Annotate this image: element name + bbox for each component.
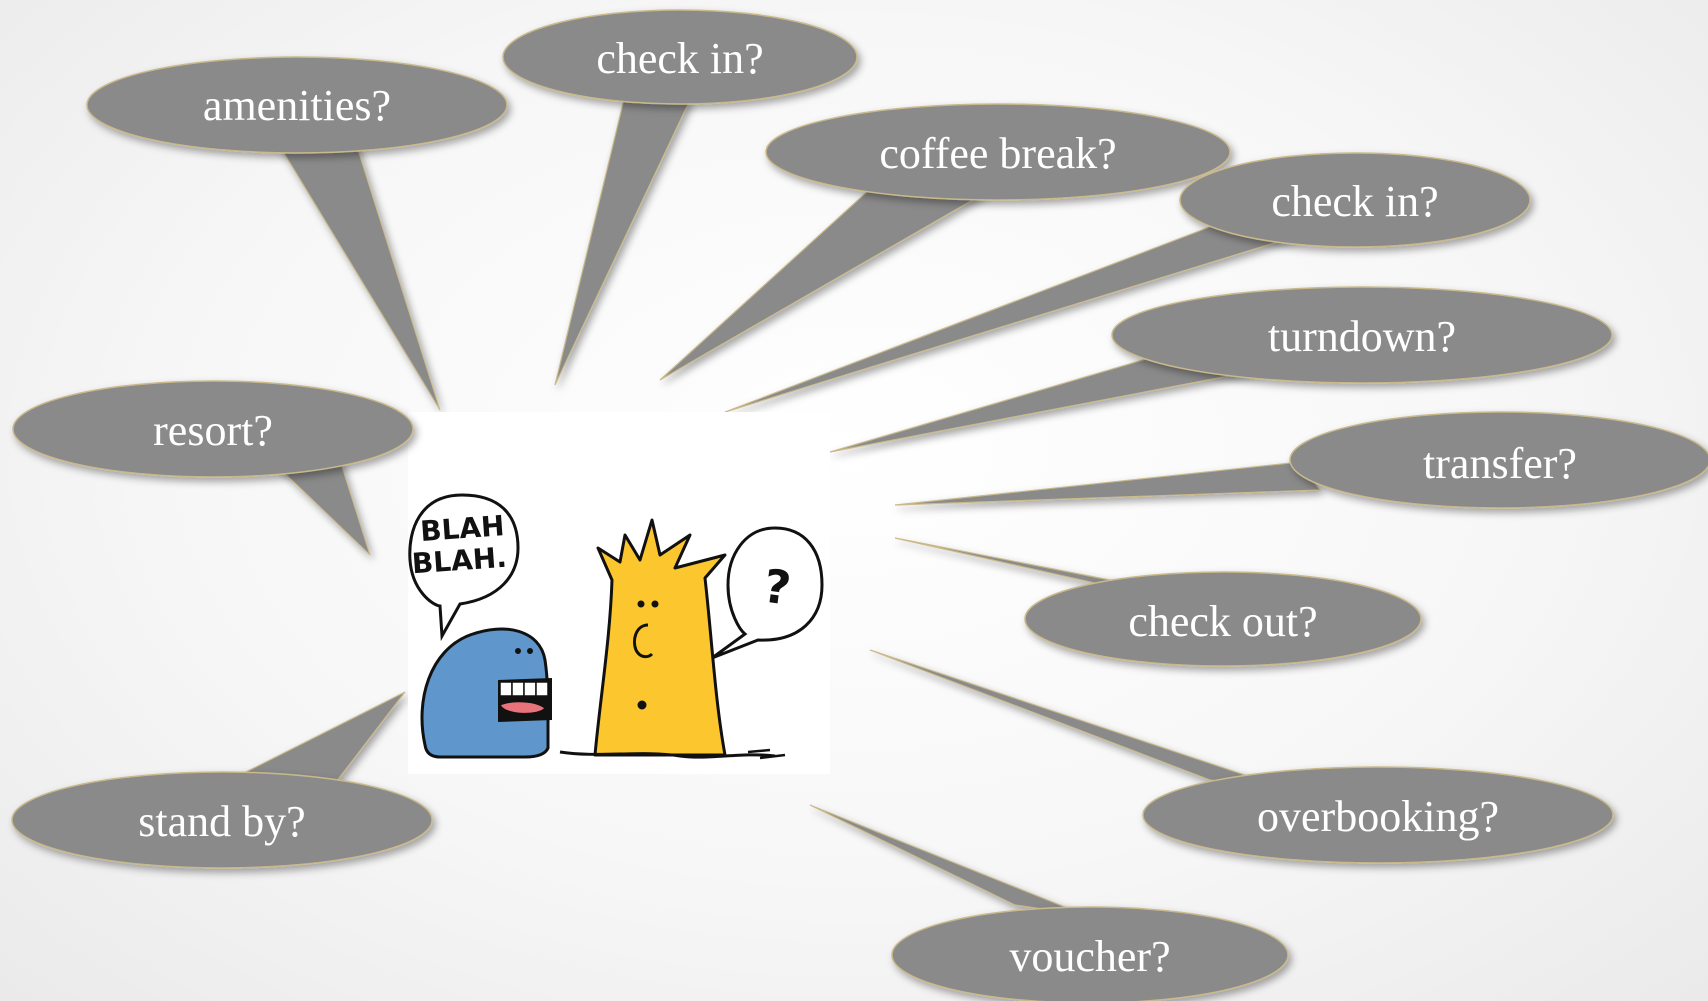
tail-amenities (268, 129, 441, 411)
blah-text-line-2: BLAH. (411, 541, 508, 581)
bubble-overbooking (1142, 766, 1614, 864)
bubble-labels: amenities? check in? coffee break? check… (138, 34, 1577, 981)
tail-check-in-top (554, 94, 691, 386)
tail-overbooking (869, 649, 1291, 791)
label-check-in-right: check in? (1271, 177, 1438, 226)
bubble-transfer (1289, 411, 1708, 509)
left-speech-bubble: BLAH BLAH. (408, 493, 520, 642)
tail-coffee-break (659, 179, 992, 381)
bubble-amenities (86, 56, 508, 154)
right-speech-bubble: ? (711, 526, 824, 660)
label-amenities: amenities? (203, 81, 391, 130)
tail-transfer (894, 461, 1322, 506)
blue-character (420, 627, 552, 759)
label-turndown: turndown? (1268, 312, 1456, 361)
label-coffee-break: coffee break? (879, 129, 1116, 178)
bubble-tails (238, 94, 1322, 916)
label-overbooking: overbooking? (1257, 792, 1499, 841)
bubble-voucher (891, 906, 1289, 1001)
label-voucher: voucher? (1009, 932, 1170, 981)
label-transfer: transfer? (1423, 439, 1577, 488)
bubble-check-in-top (502, 9, 858, 105)
bubble-coffee-break (765, 103, 1231, 201)
yellow-character (559, 518, 786, 760)
label-check-in-top: check in? (596, 34, 763, 83)
bubble-check-in-right (1179, 152, 1531, 248)
label-stand-by: stand by? (138, 797, 305, 846)
bubble-turndown (1111, 286, 1613, 384)
cartoon-illustration: BLAH BLAH. (408, 412, 830, 774)
bubble-ovals (11, 9, 1708, 1001)
blah-text-line-1: BLAH (419, 509, 505, 548)
label-resort: resort? (153, 406, 273, 455)
tail-voucher (809, 804, 1086, 916)
bubble-stand-by (11, 771, 433, 869)
bubble-check-out (1024, 571, 1422, 667)
bubble-resort (12, 380, 414, 478)
label-check-out: check out? (1128, 597, 1317, 646)
